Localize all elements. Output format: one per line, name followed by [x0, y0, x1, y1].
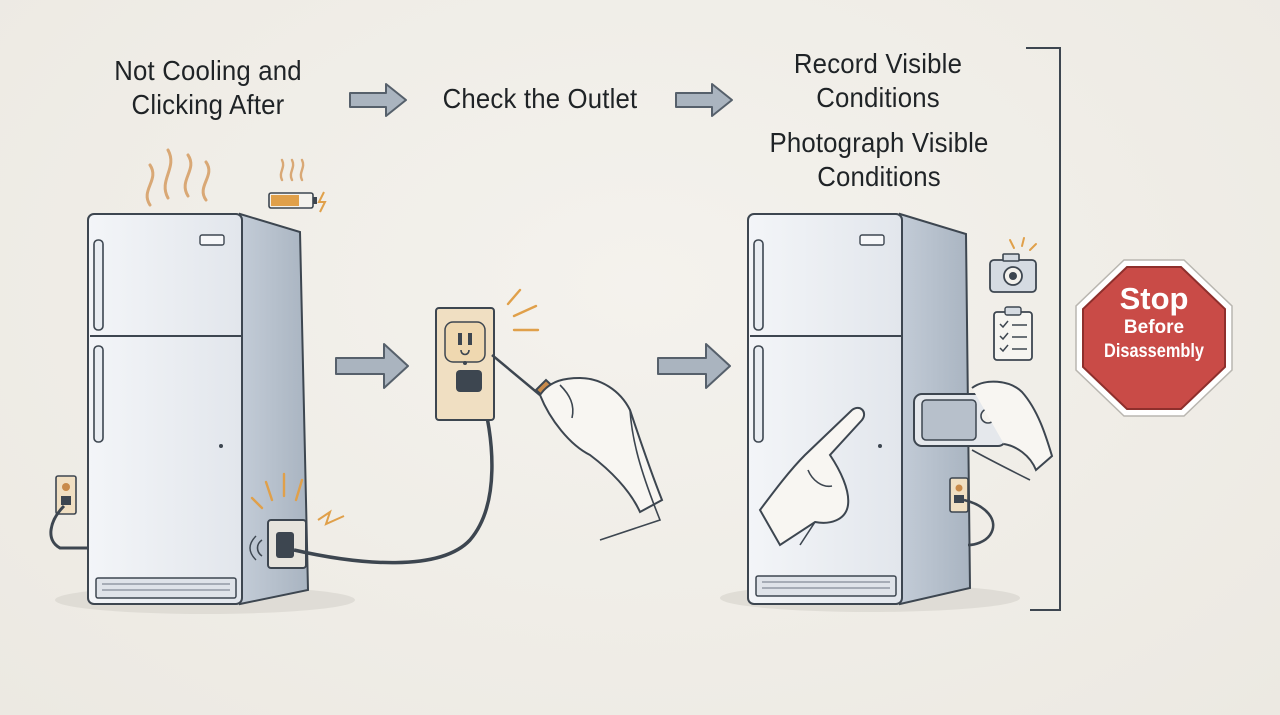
arrow-mid-2: [657, 343, 731, 389]
wall-outlet-small-left: [49, 475, 88, 550]
arrow-top-2: [675, 83, 733, 117]
stop-sign: [1075, 259, 1233, 417]
heat-waves-icon: [145, 148, 211, 207]
phone-camera-hand: [913, 380, 1054, 481]
stop-sign-line2: Before: [1123, 317, 1185, 338]
power-cord: [293, 387, 494, 565]
step-label-photograph-conditions: Photograph Visible Conditions: [769, 127, 989, 192]
fridge-plug-clicking: [249, 472, 345, 569]
stop-sign-label: Stop Before Disassembly: [1083, 282, 1225, 364]
step-bracket: [1026, 47, 1061, 611]
arrow-top-1: [349, 83, 407, 117]
battery-charging-icon: [268, 158, 327, 213]
pointing-hand: [758, 406, 866, 547]
fridge-left: [55, 212, 355, 614]
clipboard-checklist-icon: [993, 306, 1033, 361]
camera-icon: [989, 237, 1037, 293]
step-label-check-outlet: Check the Outlet: [442, 83, 638, 114]
stop-sign-line3: Disassembly: [1104, 341, 1204, 362]
step-label-record-conditions: Record Visible Conditions: [793, 48, 963, 113]
arrow-mid-1: [335, 343, 409, 389]
voltage-tester-hand: [491, 354, 664, 541]
wall-outlet-small-right: [949, 477, 995, 547]
step-label-not-cooling: Not Cooling and Clicking After: [114, 55, 302, 120]
wall-outlet-center: [435, 288, 540, 421]
stop-sign-title: Stop: [1119, 281, 1189, 316]
